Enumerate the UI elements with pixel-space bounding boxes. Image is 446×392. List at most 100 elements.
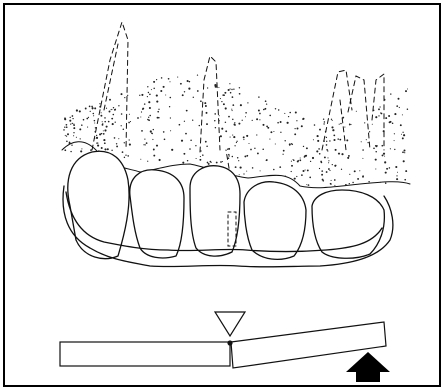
stipple-dot bbox=[103, 133, 105, 135]
stipple-dot bbox=[239, 87, 240, 88]
stipple-dot bbox=[145, 144, 146, 145]
pivot-joint bbox=[227, 340, 232, 345]
stipple-dot bbox=[234, 124, 236, 126]
stipple-dot bbox=[124, 142, 125, 143]
stipple-dot bbox=[231, 109, 232, 110]
stipple-dot bbox=[309, 177, 311, 179]
stipple-dot bbox=[382, 154, 384, 156]
stipple-dot bbox=[282, 154, 283, 155]
stipple-dot bbox=[323, 140, 325, 142]
stipple-dot bbox=[352, 182, 353, 183]
stipple-dot bbox=[252, 167, 254, 169]
stipple-dot bbox=[124, 157, 125, 158]
stipple-dot bbox=[183, 153, 185, 155]
stipple-dot bbox=[243, 136, 245, 138]
stipple-dot bbox=[189, 81, 191, 83]
stipple-dot bbox=[322, 179, 324, 181]
stipple-dot bbox=[390, 93, 391, 94]
stipple-dot bbox=[326, 137, 327, 138]
stipple-dot bbox=[297, 128, 299, 130]
stipple-dot bbox=[275, 143, 276, 144]
stipple-dot bbox=[295, 111, 297, 113]
stipple-dot bbox=[318, 148, 320, 150]
stipple-dot bbox=[367, 142, 368, 143]
stipple-dot bbox=[156, 145, 158, 147]
stipple-dot bbox=[275, 108, 276, 109]
stipple-dot bbox=[115, 122, 116, 123]
stipple-dot bbox=[402, 132, 403, 133]
stipple-dot bbox=[163, 131, 165, 133]
stipple-dot bbox=[372, 124, 373, 125]
stipple-dot bbox=[321, 162, 323, 164]
stipple-dot bbox=[242, 120, 243, 121]
stipple-dot bbox=[161, 77, 163, 79]
stipple-dot bbox=[157, 111, 159, 113]
stipple-dot bbox=[229, 83, 230, 84]
stipple-dot bbox=[327, 157, 328, 158]
stipple-dot bbox=[97, 145, 99, 147]
stipple-dot bbox=[267, 127, 269, 129]
stipple-dot bbox=[379, 106, 380, 107]
stipple-dot bbox=[301, 174, 303, 176]
stipple-dot bbox=[137, 117, 139, 119]
stipple-dot bbox=[243, 139, 244, 140]
stipple-dot bbox=[329, 140, 330, 141]
stipple-dot bbox=[324, 156, 326, 158]
stipple-dot bbox=[228, 157, 230, 159]
stipple-dot bbox=[403, 160, 405, 162]
stipple-dot bbox=[182, 94, 184, 96]
stipple-dot bbox=[200, 150, 201, 151]
stipple-dot bbox=[73, 132, 74, 133]
stipple-dot bbox=[404, 150, 406, 152]
stipple-dot bbox=[291, 143, 293, 145]
stipple-dot bbox=[240, 104, 242, 106]
stipple-dot bbox=[232, 96, 234, 98]
stipple-dot bbox=[153, 88, 154, 89]
stipple-dot bbox=[369, 131, 370, 132]
stipple-dot bbox=[63, 129, 65, 131]
stipple-dot bbox=[380, 182, 381, 183]
stipple-dot bbox=[283, 150, 285, 152]
stipple-dot bbox=[310, 161, 311, 162]
stipple-dot bbox=[200, 156, 201, 157]
stipple-dot bbox=[156, 101, 158, 103]
stipple-dot bbox=[407, 108, 408, 109]
stipple-dot bbox=[228, 116, 230, 118]
stipple-dot bbox=[197, 74, 198, 75]
stipple-dot bbox=[121, 113, 123, 115]
stipple-dot bbox=[349, 183, 350, 184]
stipple-dot bbox=[375, 151, 376, 152]
stipple-dot bbox=[72, 118, 73, 119]
stipple-dot bbox=[378, 108, 380, 110]
stipple-dot bbox=[94, 122, 95, 123]
stipple-dot bbox=[384, 99, 386, 101]
stipple-dot bbox=[185, 133, 187, 135]
stipple-dot bbox=[147, 161, 148, 162]
stipple-dot bbox=[284, 140, 285, 141]
stipple-dot bbox=[285, 175, 286, 176]
stipple-dot bbox=[79, 128, 81, 130]
stipple-dot bbox=[339, 124, 340, 125]
stipple-dot bbox=[273, 169, 275, 171]
stipple-dot bbox=[109, 99, 111, 101]
stipple-dot bbox=[73, 135, 74, 136]
stipple-dot bbox=[331, 126, 333, 128]
stipple-dot bbox=[361, 141, 362, 142]
stipple-dot bbox=[72, 115, 74, 117]
stipple-dot bbox=[96, 137, 98, 139]
stipple-dot bbox=[80, 150, 82, 152]
stipple-dot bbox=[256, 118, 258, 120]
stipple-dot bbox=[72, 123, 73, 124]
stipple-dot bbox=[348, 155, 350, 157]
stipple-dot bbox=[225, 122, 226, 123]
stipple-dot bbox=[66, 126, 68, 128]
stipple-dot bbox=[156, 79, 157, 80]
stipple-dot bbox=[97, 142, 98, 143]
stipple-dot bbox=[404, 152, 405, 153]
stipple-dot bbox=[362, 176, 364, 178]
stipple-dot bbox=[378, 115, 379, 116]
stipple-dot bbox=[396, 178, 398, 180]
stipple-dot bbox=[328, 162, 329, 163]
stipple-dot bbox=[227, 149, 228, 150]
stipple-dot bbox=[297, 160, 299, 162]
